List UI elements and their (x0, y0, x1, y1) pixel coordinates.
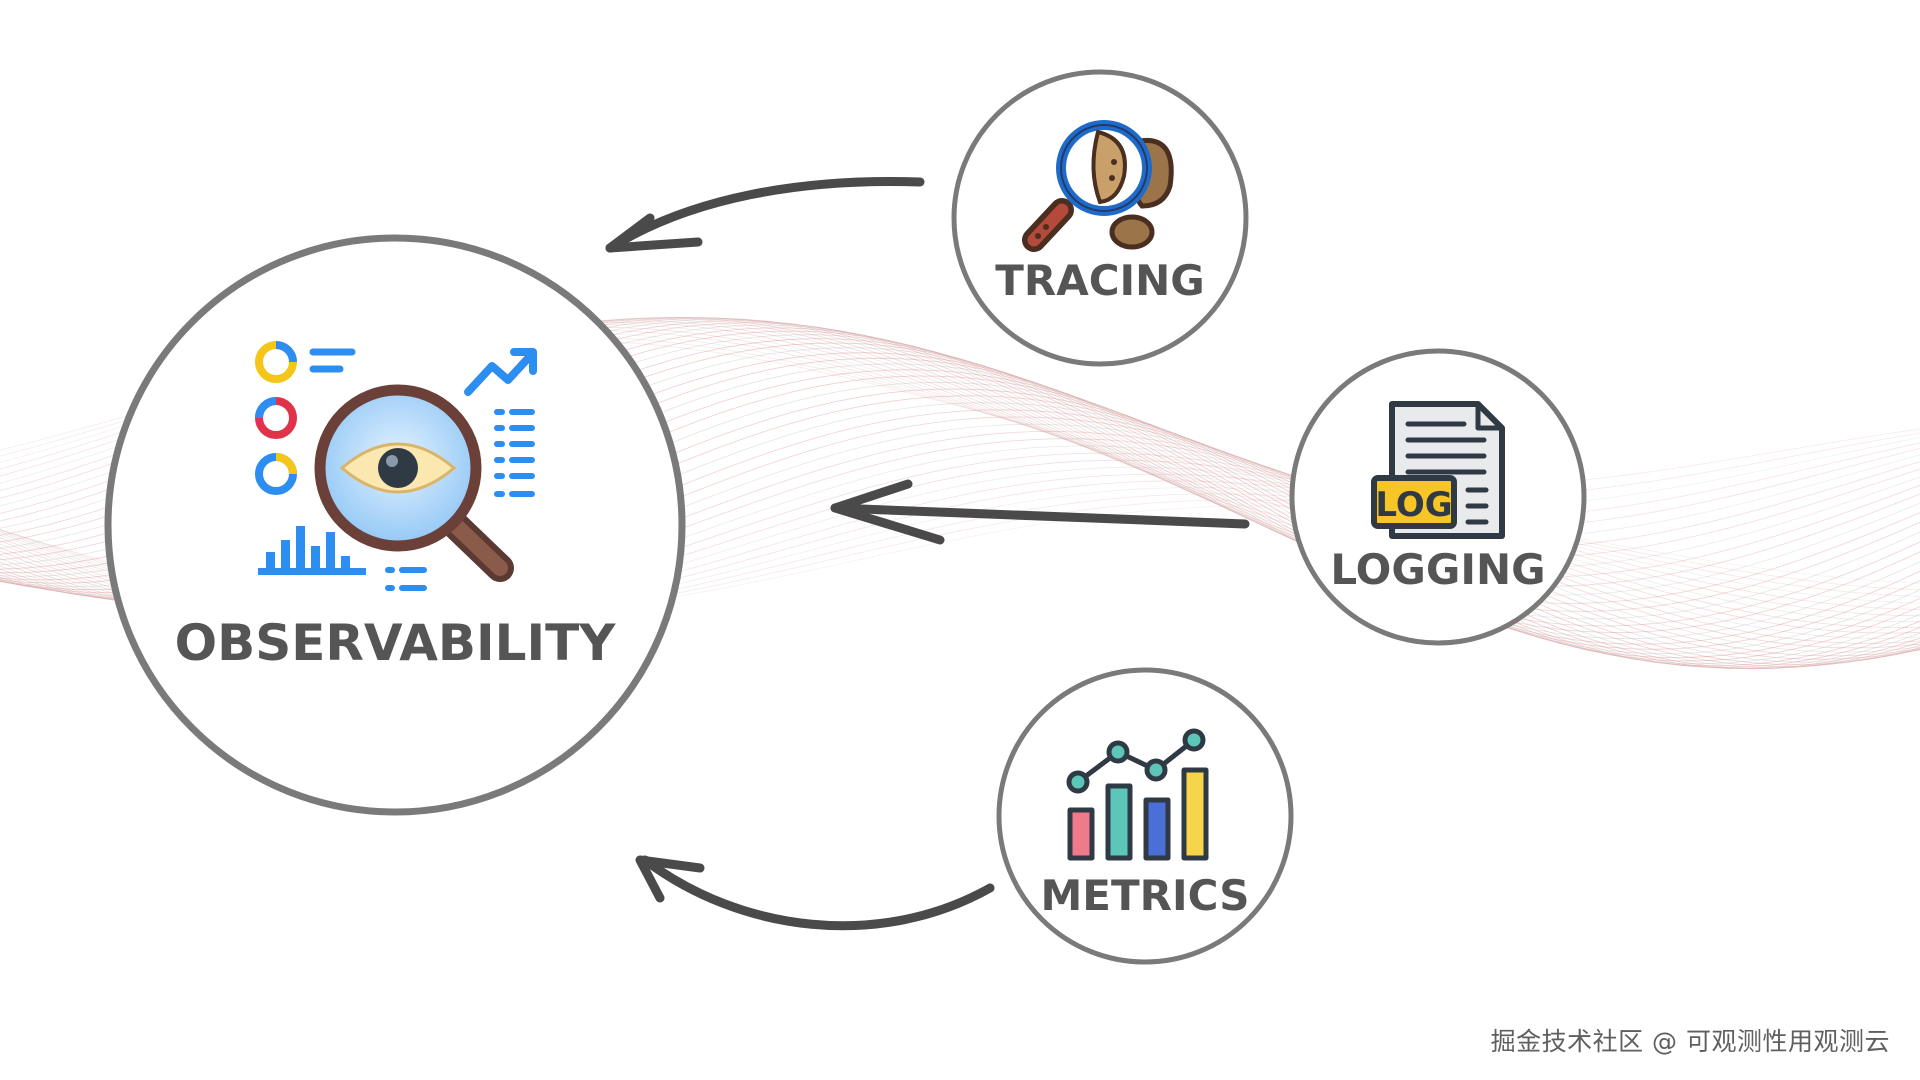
hub-label: OBSERVABILITY (175, 614, 617, 672)
logging-node: LOG LOGGING (1289, 348, 1587, 646)
metrics-node: METRICS (996, 667, 1294, 965)
tracing-circle (951, 69, 1249, 367)
metrics-label: METRICS (1041, 871, 1250, 920)
observability-hub: OBSERVABILITY (104, 234, 686, 816)
watermark: 掘金技术社区 @ 可观测性用观测云 (1490, 1027, 1890, 1056)
bar-line-chart-icon (1066, 728, 1209, 861)
log-badge-text: LOG (1375, 485, 1452, 525)
tracing-label: TRACING (995, 256, 1205, 305)
tracing-node: TRACING (951, 69, 1249, 367)
footprint-magnifier-icon (1022, 120, 1174, 252)
log-file-icon: LOG (1371, 401, 1505, 539)
arrow-tracing-to-observability (605, 177, 925, 253)
observability-icon (255, 341, 537, 591)
arrow-logging-to-observability (830, 479, 1250, 545)
logging-label: LOGGING (1330, 545, 1545, 594)
arrow-metrics-to-observability (635, 855, 995, 931)
